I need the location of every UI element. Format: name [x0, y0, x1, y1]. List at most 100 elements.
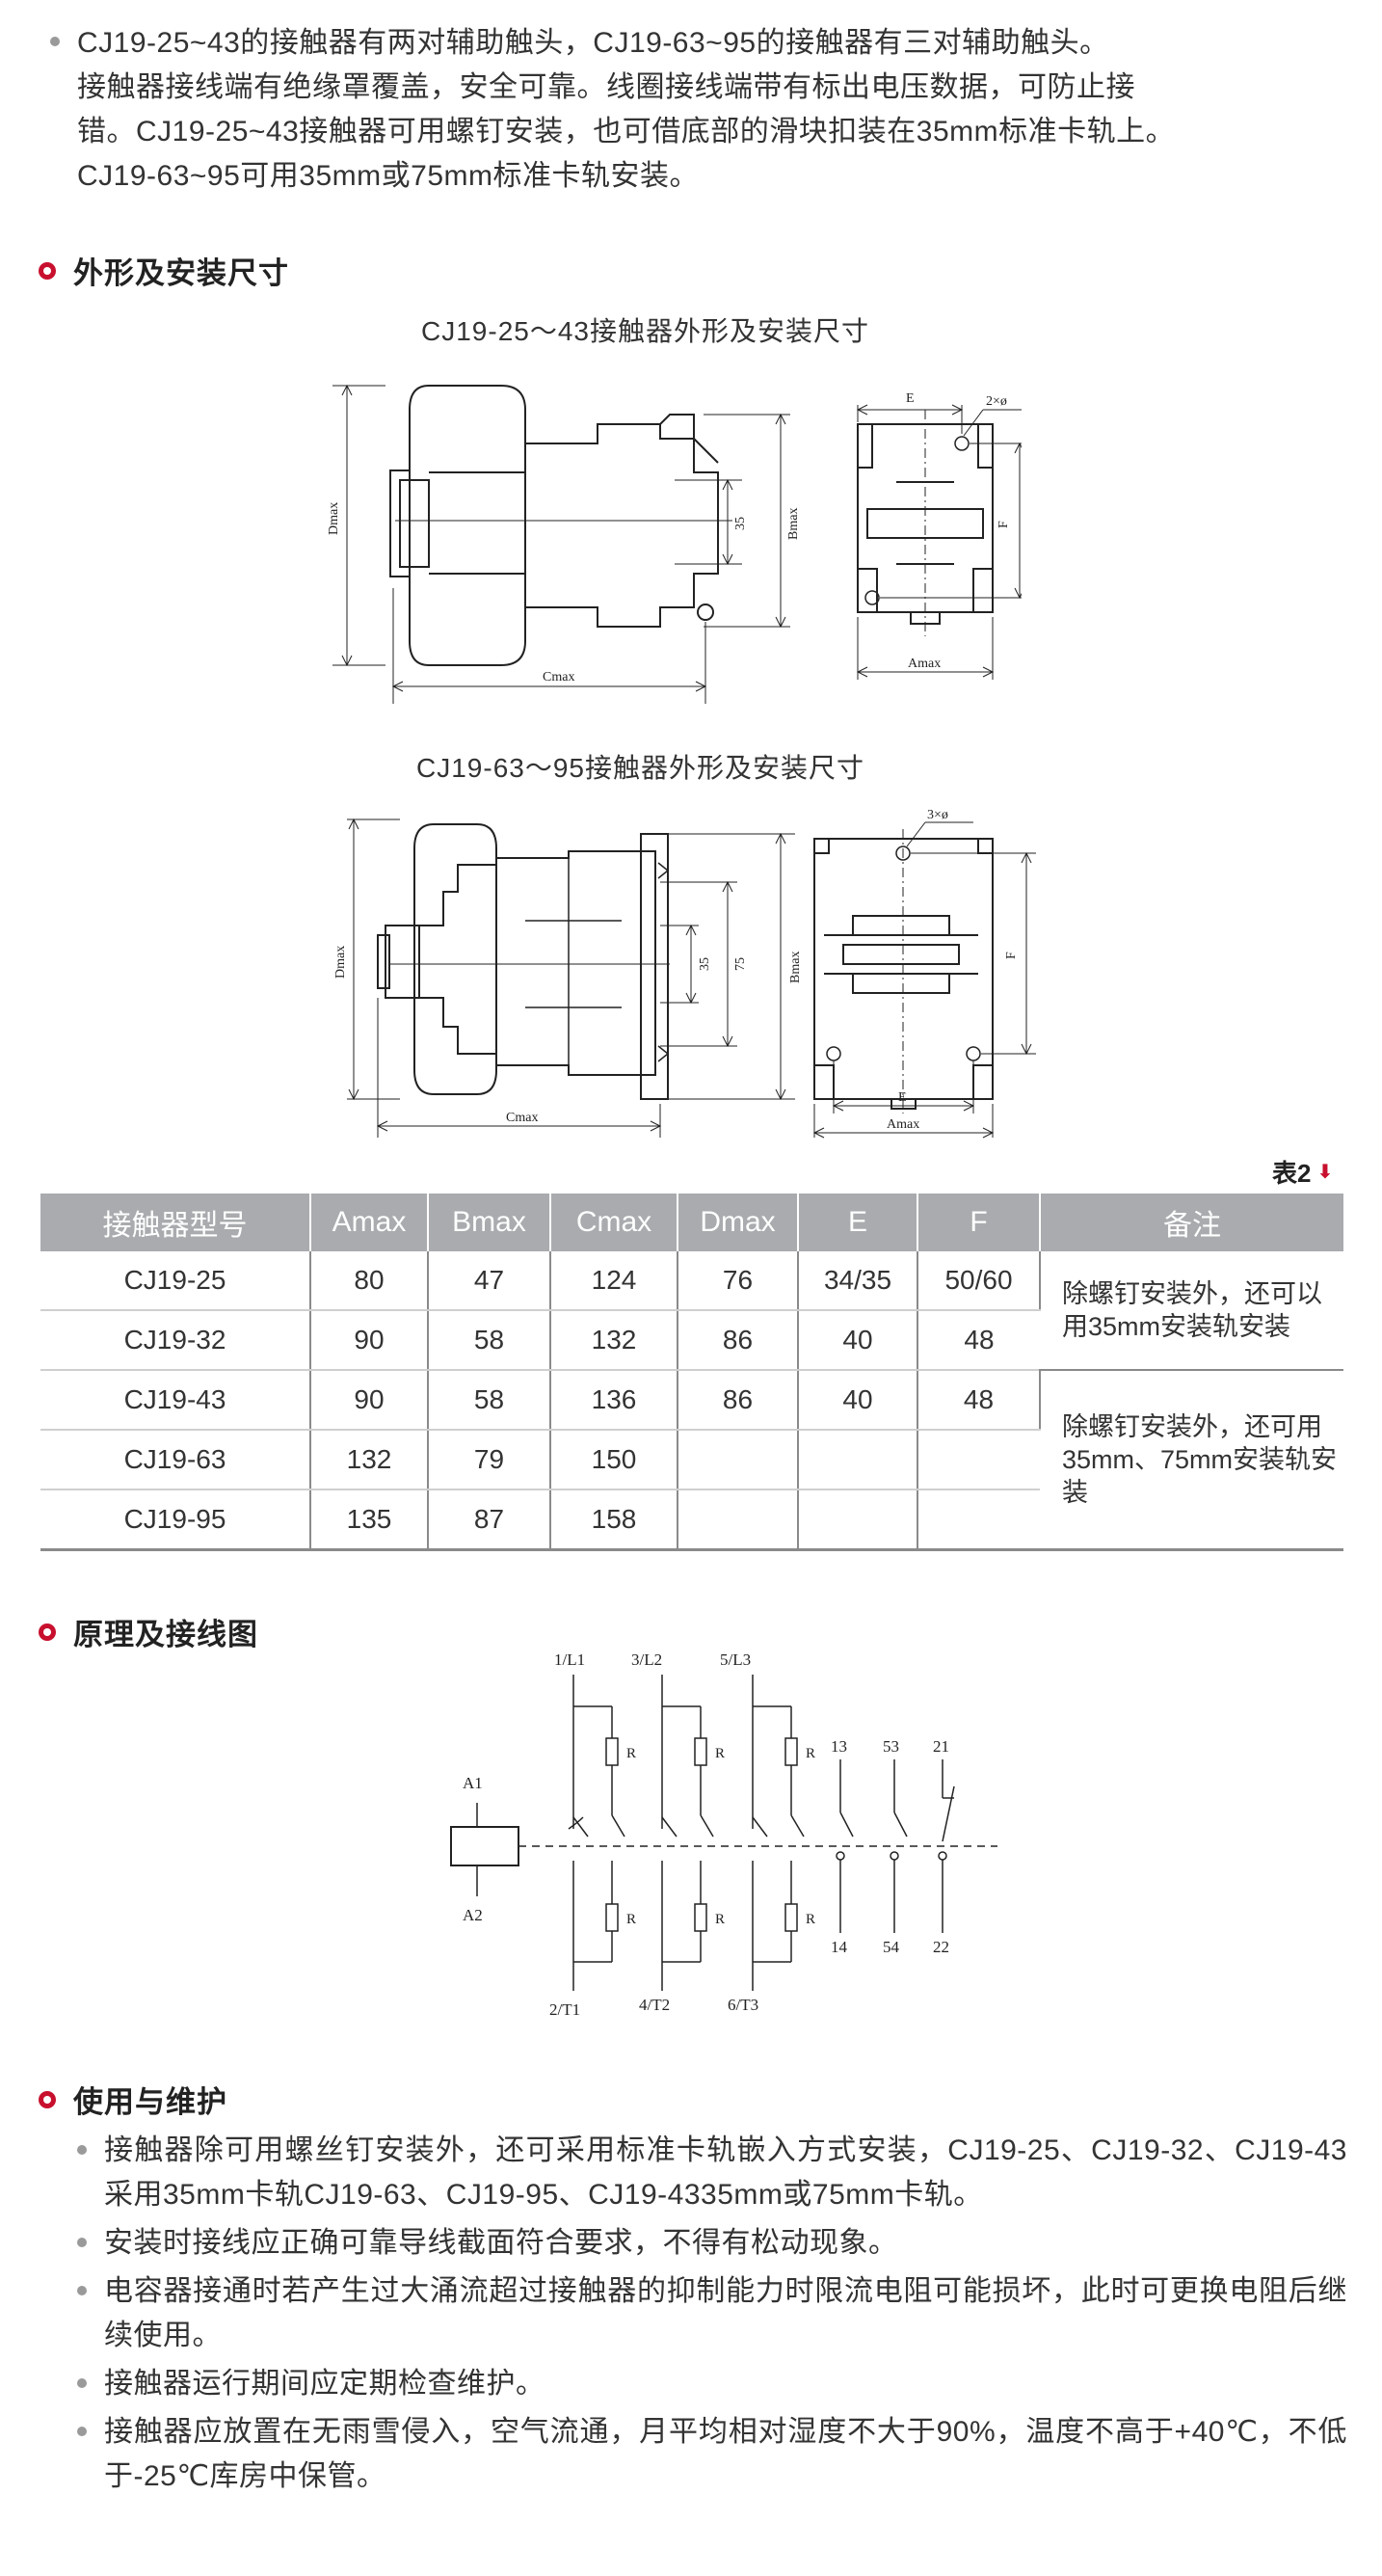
intro-paragraph: CJ19-25~43的接触器有两对辅助触头，CJ19-63~95的接触器有三对辅…	[50, 21, 1349, 199]
section-heading-wiring: 原理及接线图	[39, 1610, 258, 1653]
figure1-caption: CJ19-25～43接触器外形及安装尺寸	[421, 316, 869, 346]
table-cell: 150	[550, 1430, 678, 1490]
section-title: 原理及接线图	[73, 1618, 258, 1651]
pole-label: 6/T3	[728, 1996, 758, 2014]
pole-label: 3/L2	[631, 1650, 662, 1669]
section-title: 使用与维护	[73, 2085, 227, 2119]
bullet-dot-icon	[77, 2286, 87, 2295]
list-item: 安装时接线应正确可靠导线截面符合要求，不得有松动现象。	[77, 2221, 1347, 2266]
table-cell: 34/35	[798, 1251, 918, 1311]
table-cell: 79	[428, 1430, 551, 1490]
table-header: F	[917, 1194, 1041, 1251]
dim-label: Bmax	[788, 952, 803, 983]
table-cell: 40	[798, 1310, 918, 1371]
coil-label: A2	[463, 1906, 483, 1924]
table-header: Bmax	[428, 1194, 551, 1251]
dim-label: Dmax	[333, 946, 348, 979]
dim-label: 75	[733, 957, 748, 971]
table-header: 备注	[1040, 1194, 1343, 1251]
table-row: CJ19-43 90 58 136 86 40 48 除螺钉安装外，还可用35m…	[40, 1370, 1343, 1551]
aux-contact	[890, 1759, 908, 1933]
dim-label: 35	[698, 957, 712, 971]
table-label: 表2 ⬇	[1272, 1154, 1333, 1190]
resistor-label: R	[626, 1746, 636, 1761]
table-header: Cmax	[550, 1194, 678, 1251]
dim-label: Cmax	[506, 1111, 538, 1125]
dim-label: Dmax	[327, 502, 341, 535]
dim-label: Bmax	[786, 508, 801, 540]
dim-label: E	[906, 391, 915, 406]
dim-label: E	[898, 1090, 907, 1105]
table-cell: 50/60	[917, 1251, 1041, 1311]
wiring-diagram: 1/L1 3/L2 5/L3 2/T1 4/T2 6/T3 A1 A2 13 5…	[450, 1650, 997, 2019]
aux-label: 22	[933, 1938, 949, 1956]
table-cell: 40	[798, 1370, 918, 1431]
table-cell: CJ19-43	[40, 1370, 311, 1431]
list-item-text: 接触器应放置在无雨雪侵入，空气流通，月平均相对湿度不大于90%，温度不高于+40…	[104, 2416, 1347, 2492]
dim-label: 2×ø	[986, 394, 1007, 409]
table-header-row: 接触器型号 Amax Bmax Cmax Dmax E F 备注	[40, 1194, 1343, 1251]
bullet-dot-icon	[77, 2378, 87, 2388]
bullet-dot-icon	[77, 2427, 87, 2436]
main-pole	[568, 1675, 625, 1991]
intro-bullet: CJ19-25~43的接触器有两对辅助触头，CJ19-63~95的接触器有三对辅…	[50, 21, 1349, 66]
table-row: CJ19-95 135 87 158	[40, 1489, 1343, 1551]
list-item-text: 接触器运行期间应定期检查维护。	[104, 2368, 545, 2400]
table-cell: 58	[428, 1370, 551, 1431]
table-row: CJ19-32 90 58 132 86 40 48	[40, 1310, 1343, 1371]
dim-label: F	[997, 521, 1011, 528]
section-bullet-icon	[39, 261, 56, 280]
usage-list: 接触器除可用螺丝钉安装外，还可采用标准卡轨嵌入方式安装，CJ19-25、CJ19…	[77, 2129, 1347, 2503]
table-note: 除螺钉安装外，还可用35mm、75mm安装轨安装	[1040, 1370, 1343, 1551]
table-cell	[798, 1430, 918, 1490]
table-cell: CJ19-63	[40, 1430, 311, 1490]
table-label-text: 表2	[1272, 1159, 1312, 1188]
table-cell: CJ19-95	[40, 1489, 311, 1551]
dim-label: Amax	[887, 1117, 919, 1132]
section-heading-dimensions: 外形及安装尺寸	[39, 249, 289, 292]
section-heading-usage: 使用与维护	[39, 2078, 227, 2121]
table-cell	[798, 1489, 918, 1551]
table-cell: 80	[310, 1251, 429, 1311]
bullet-dot-icon	[77, 2238, 87, 2247]
table-cell: 86	[678, 1310, 799, 1371]
table-header: Dmax	[678, 1194, 799, 1251]
list-item: 电容器接通时若产生过大涌流超过接触器的抑制能力时限流电阻可能损坏，此时可更换电阻…	[77, 2269, 1347, 2358]
section-bullet-icon	[39, 1623, 56, 1641]
table-cell: CJ19-25	[40, 1251, 311, 1311]
pole-label: 4/T2	[639, 1996, 670, 2014]
coil-label: A1	[463, 1774, 483, 1792]
table-cell: 87	[428, 1489, 551, 1551]
aux-contact	[836, 1759, 854, 1933]
main-pole	[752, 1675, 805, 1991]
resistor-label: R	[806, 1912, 815, 1927]
section-title: 外形及安装尺寸	[73, 256, 289, 290]
table-cell: 124	[550, 1251, 678, 1311]
table-row: CJ19-25 80 47 124 76 34/35 50/60 除螺钉安装外，…	[40, 1251, 1343, 1371]
table-cell: 90	[310, 1370, 429, 1431]
down-arrow-icon: ⬇	[1316, 1162, 1334, 1183]
resistor-label: R	[715, 1746, 725, 1761]
table-cell	[678, 1430, 799, 1490]
aux-label: 21	[933, 1737, 949, 1756]
list-item: 接触器应放置在无雨雪侵入，空气流通，月平均相对湿度不大于90%，温度不高于+40…	[77, 2410, 1347, 2499]
pole-label: 1/L1	[554, 1650, 585, 1669]
aux-label: 14	[831, 1938, 848, 1956]
spec-table: 接触器型号 Amax Bmax Cmax Dmax E F 备注 CJ19-25…	[40, 1194, 1343, 1551]
table-cell: 47	[428, 1251, 551, 1311]
aux-label: 13	[831, 1737, 847, 1756]
table-cell: 158	[550, 1489, 678, 1551]
table-cell: CJ19-32	[40, 1310, 311, 1371]
table-cell: 132	[550, 1310, 678, 1371]
main-pole	[661, 1675, 714, 1991]
table-cell	[678, 1489, 799, 1551]
resistor-label: R	[715, 1912, 725, 1927]
figure1-drawing: Dmax Cmax 35 Bmax E 2×ø F Amax	[327, 384, 1022, 704]
intro-line-4: CJ19-63~95可用35mm或75mm标准卡轨安装。	[77, 160, 699, 192]
list-item-text: 电容器接通时若产生过大涌流超过接触器的抑制能力时限流电阻可能损坏，此时可更换电阻…	[104, 2275, 1347, 2351]
table-header: Amax	[310, 1194, 429, 1251]
pole-label: 2/T1	[549, 2000, 580, 2019]
table-cell: 48	[917, 1310, 1040, 1371]
table-cell: 136	[550, 1370, 678, 1431]
table-cell: 90	[310, 1310, 429, 1371]
